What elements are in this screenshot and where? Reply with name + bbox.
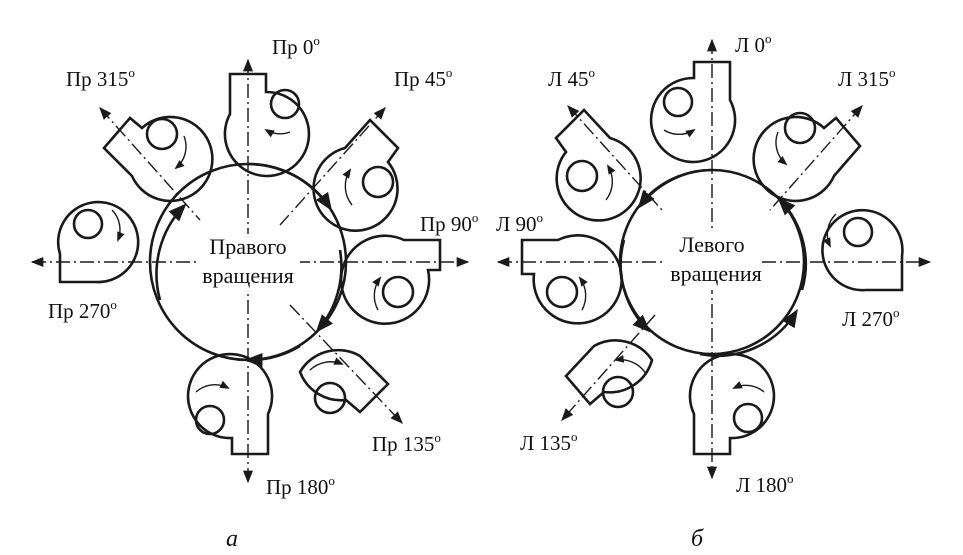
fan-icon-pr-0: [223, 72, 311, 178]
rotation-arrow: [637, 168, 713, 209]
label-pr-180: Пр 180о: [266, 473, 335, 499]
label-pr-90: Пр 90о: [420, 210, 478, 236]
rotation-arrow: [619, 239, 651, 333]
label-l-315: Л 315о: [838, 65, 896, 91]
fan-icon-pr-45: [312, 118, 400, 232]
fan-icon-l-315: [752, 111, 862, 203]
fan-icon-l-90: [520, 234, 623, 325]
fan-icon-l-135: [564, 339, 654, 409]
rotation-arrow: [155, 203, 187, 301]
panel-b: Л 0о Л 315о Л 270о Л 180о Л 135о Л 90о Л…: [496, 31, 932, 552]
fan-icon-pr-315: [102, 115, 214, 203]
rotation-arrow: [777, 197, 808, 291]
label-l-90: Л 90о: [496, 210, 543, 236]
label-l-0: Л 0о: [735, 31, 772, 57]
diagonal-axis-315: [769, 105, 863, 211]
label-pr-315: Пр 315о: [66, 65, 135, 91]
fan-icon-l-270: [821, 208, 904, 292]
center-label-line-1: Левого: [679, 232, 744, 257]
fan-icon-pr-90: [339, 234, 442, 325]
fan-icon-pr-180: [186, 352, 274, 456]
diagonal-axis-135: [289, 304, 403, 424]
center-label-line-2: вращения: [670, 261, 762, 286]
rotation-arrow: [699, 308, 798, 357]
fan-icon-pr-135: [298, 348, 390, 415]
label-l-45: Л 45о: [548, 65, 595, 91]
fan-icon-l-180: [688, 352, 776, 456]
label-l-135: Л 135о: [520, 429, 578, 455]
diagonal-axis-45: [279, 107, 386, 226]
label-pr-270: Пр 270о: [48, 297, 117, 323]
label-pr-45: Пр 45о: [394, 65, 452, 91]
fan-icon-l-0: [649, 60, 737, 164]
label-l-270: Л 270о: [842, 305, 900, 331]
rotation-arrow: [315, 249, 343, 333]
panel-label-a: а: [226, 526, 238, 550]
fan-icon-pr-270: [56, 200, 140, 284]
center-label-line-2: вращения: [202, 263, 294, 288]
rotation-arrow: [247, 162, 333, 212]
label-pr-135: Пр 135о: [372, 430, 441, 456]
center-label-line-1: Правого: [209, 234, 286, 259]
panel-label-b: б: [691, 526, 704, 550]
fan-icon-l-45: [554, 108, 642, 222]
label-pr-0: Пр 0о: [272, 33, 320, 59]
label-l-180: Л 180о: [736, 471, 794, 497]
panel-a: Пр 0о Пр 45о Пр 90о Пр 135о Пр 180о Пр 2…: [30, 33, 478, 552]
diagonal-axis-315: [99, 107, 201, 221]
